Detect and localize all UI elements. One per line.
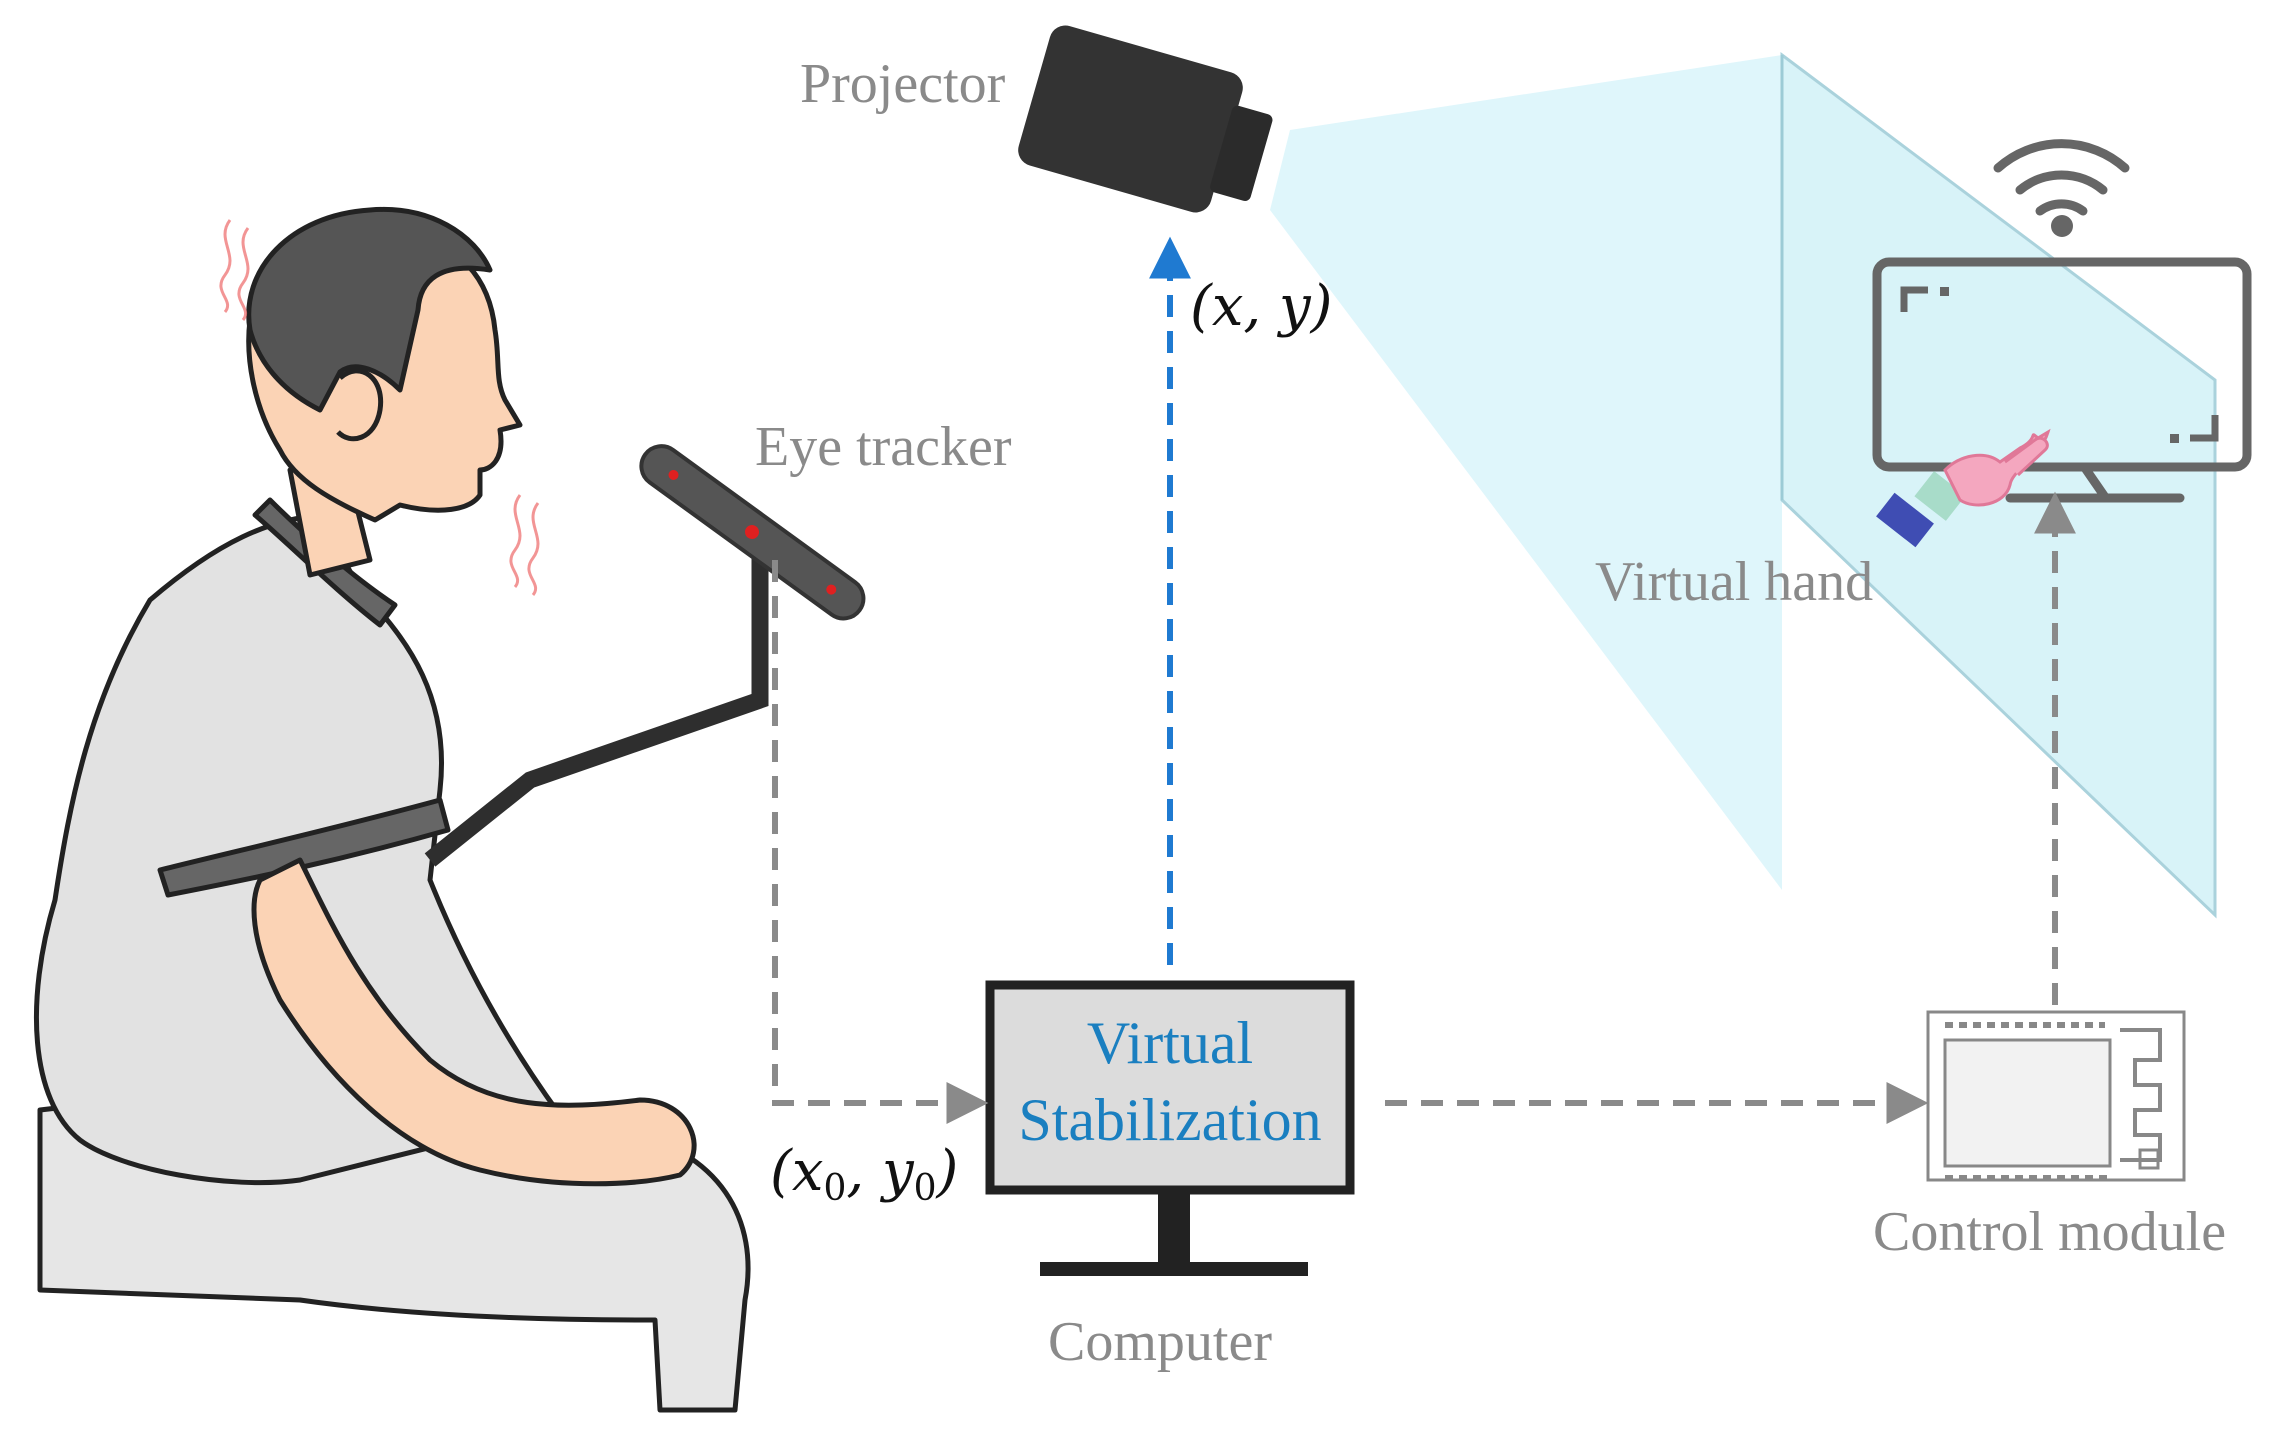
signal-arrows bbox=[772, 236, 2076, 1124]
motion-lines bbox=[219, 219, 540, 596]
projection-beam bbox=[1270, 51, 2217, 919]
computer-label: Computer bbox=[1048, 1311, 1272, 1373]
control-module-icon bbox=[1926, 1010, 2186, 1182]
monitor-icon bbox=[1872, 257, 2252, 503]
person-figure bbox=[33, 206, 751, 1413]
projector-label: Projector bbox=[800, 53, 1006, 115]
projected-coordinate-label: (x, y) bbox=[1190, 274, 1333, 339]
screen-label-line1: Virtual bbox=[1087, 1010, 1253, 1076]
raw-coordinate-label: (x0, y0) bbox=[770, 1139, 958, 1209]
virtual-hand-icon bbox=[1876, 428, 2051, 548]
projector-icon bbox=[1018, 25, 1273, 213]
arrow-tracker-to-computer bbox=[772, 560, 989, 1124]
screen-label-line2: Stabilization bbox=[1018, 1087, 1321, 1153]
control-module-label: Control module bbox=[1873, 1201, 2226, 1263]
computer-icon bbox=[985, 980, 1355, 1276]
eye-tracker-label: Eye tracker bbox=[755, 416, 1012, 478]
virtual-hand-label: Virtual hand bbox=[1595, 551, 1873, 613]
wifi-icon bbox=[1993, 139, 2130, 237]
eye-tracker-icon bbox=[424, 444, 866, 867]
